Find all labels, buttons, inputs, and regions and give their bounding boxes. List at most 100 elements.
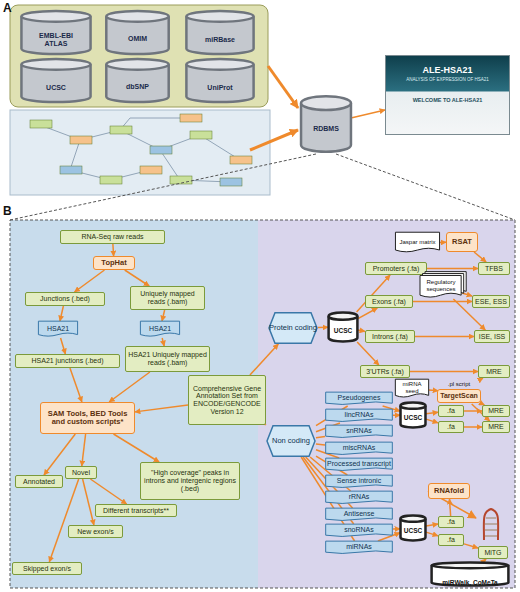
flow-arrow (358, 308, 377, 319)
node-text: UniProt (207, 84, 232, 92)
node-text-group: UCSC (403, 409, 423, 422)
process-box: .fa (438, 534, 464, 546)
node-text: HSA21 junctions (.bed) (32, 357, 104, 365)
node-text: miRNAs (346, 543, 372, 551)
node-text-group: ALE-HSA21ANALYSIS OF EXPRESSION OF HSA21… (405, 56, 490, 103)
node-text-group: Protein coding (268, 324, 318, 332)
node-text-group: RDBMS (312, 115, 340, 133)
zoom-line (10, 154, 316, 220)
node-text-group: HSA21 (46, 325, 70, 333)
process-box: ESE, ESS (472, 295, 510, 308)
node-text-group: Promoters (.fa) (372, 265, 421, 273)
node-text-group: HSA21 junctions (.bed) (31, 357, 105, 365)
node-text-group: RNAfold (433, 487, 465, 495)
panel-letter: A (3, 1, 12, 15)
dataset-flag: miscRNAs (325, 442, 393, 456)
dataset-flag: miRNAs (325, 541, 393, 555)
flow-arrow (90, 479, 126, 504)
database-icon: OMIM (105, 10, 170, 55)
flow-arrow (393, 414, 400, 416)
node-text: EMBL-EBI (39, 32, 73, 40)
node-text-group: Uniquely mapped reads (.bam) (131, 290, 204, 305)
flow-arrow (109, 372, 150, 402)
node-outline (185, 10, 255, 55)
node-text: Comprehensive Gene Annotation Set from E… (190, 385, 264, 416)
process-box: RNA-Seq raw reads (60, 230, 165, 244)
website-screenshot: ALE-HSA21ANALYSIS OF EXPRESSION OF HSA21… (385, 55, 510, 135)
dataset-flag: HSA21 (38, 321, 78, 338)
process-box: Comprehensive Gene Annotation Set from E… (188, 375, 266, 425)
flow-arrow (112, 244, 114, 256)
node-text-group: Jaspar matrix (398, 239, 436, 246)
node-text-group: Comprehensive Gene Annotation Set from E… (189, 385, 265, 416)
node-text-group: Annotated (22, 478, 56, 486)
category-hexagon: Protein coding (268, 312, 318, 344)
node-text: MRE (488, 407, 504, 415)
node-text: Junctions (.bed) (40, 295, 90, 303)
node-text-group: Sense intronic (336, 477, 382, 485)
process-box: .fa (438, 516, 464, 528)
tool-box: .pl scriptTargetScan (438, 380, 480, 404)
node-text: HSA21 (149, 325, 171, 333)
node-text: UCSC (404, 527, 422, 534)
node-text-group: .pl scriptTargetScan (436, 381, 482, 402)
node-text: miRNA seed (396, 381, 428, 394)
node-text-group: miRNAs (345, 543, 373, 551)
node-outline (105, 58, 170, 103)
node-text: TFBS (485, 265, 503, 273)
flow-arrow (426, 524, 438, 526)
database-cylinder: miRWalk, CoMeTa (430, 562, 510, 586)
node-text-group: snRNAs (345, 427, 373, 435)
dataset-flag: Pseudogenes (325, 392, 393, 406)
node-text: OMIM (128, 35, 147, 43)
process-box: New exon/s (68, 525, 123, 538)
node-text-group: Novel (71, 469, 91, 477)
node-text: Different transcripts** (103, 507, 169, 515)
node-text-group: "High coverage" peaks in introns and int… (141, 469, 239, 492)
tool-box: RNAfold (428, 483, 470, 499)
database-icon: EMBL-EBIATLAS (20, 10, 92, 55)
flow-arrow (358, 330, 365, 331)
flow-arrow (49, 479, 78, 562)
flow-arrow (250, 344, 278, 375)
flow-arrow (83, 479, 94, 525)
node-text: .fa (447, 536, 455, 544)
process-box: Skipped exon/s (12, 562, 82, 575)
node-text-group: .fa (446, 536, 456, 544)
node-text: ALE-HSA21 (406, 66, 489, 76)
node-text: Sense intronic (337, 477, 381, 485)
node-text-group: MRE (487, 423, 505, 431)
node-text-group: MRE (485, 368, 503, 376)
node-text: miscRNAs (343, 444, 376, 452)
node-text: UCSC (334, 327, 352, 334)
process-box: MiTG (478, 546, 508, 559)
process-box: .fa (438, 421, 464, 433)
flow-arrow (265, 424, 267, 426)
database-icon: dbSNP (105, 58, 170, 103)
node-text: RNAfold (434, 487, 464, 495)
node-text: miRBase (205, 36, 235, 44)
node-text-group: .fa (446, 407, 456, 415)
node-text-group: .fa (446, 423, 456, 431)
node-text-group: MRE (487, 407, 505, 415)
node-text-group: Non coding (271, 437, 311, 445)
node-text: RDBMS (313, 125, 339, 133)
database-cylinder: UCSC (400, 402, 426, 428)
node-text-group: Antisense (343, 510, 376, 518)
flow-arrow (318, 327, 328, 329)
node-text-group: ESE, ESS (474, 298, 508, 306)
tool-box: SAM Tools, BED Tools and custom scripts* (40, 402, 135, 434)
node-text: RNA-Seq raw reads (81, 233, 143, 241)
flow-arrow (464, 426, 482, 428)
node-text-group: lincRNAs (344, 411, 375, 419)
node-text: .pl script (437, 381, 481, 388)
node-text: miRWalk, CoMeTa (442, 579, 498, 586)
process-box: Novel (65, 466, 97, 479)
node-text-group: Exons (.fa) (371, 298, 407, 306)
process-box: Different transcripts** (95, 504, 177, 517)
process-box: Junctions (.bed) (25, 292, 105, 306)
process-box: TFBS (478, 262, 510, 275)
node-text: UCSC (46, 84, 66, 92)
source-panel (10, 5, 268, 107)
